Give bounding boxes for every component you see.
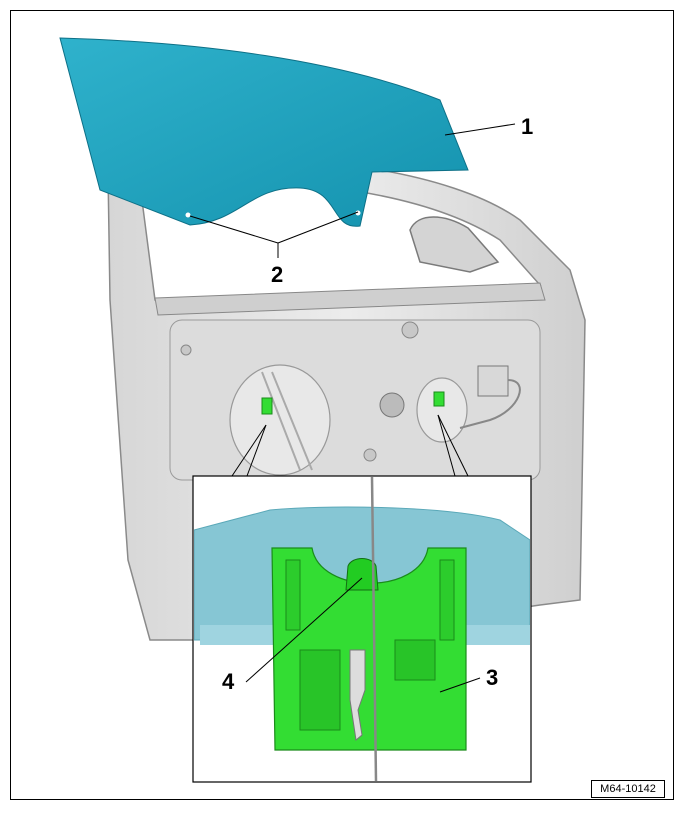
regulator-motor [379, 392, 405, 418]
panel-hole [180, 344, 192, 356]
leader-line-3 [439, 677, 481, 693]
leader-line-1 [444, 123, 516, 136]
bracket-slot [299, 649, 341, 731]
leader-line-4 [245, 577, 363, 683]
detail-connector-d [437, 414, 469, 477]
inner-panel [169, 319, 541, 481]
guide-rail [261, 371, 313, 471]
figure-code: M64-10142 [591, 780, 665, 798]
callout-1: 1 [521, 114, 534, 139]
panel-clip-right [433, 391, 445, 407]
side-mirror [409, 216, 500, 273]
lock-connector [477, 365, 509, 397]
glass-hole-left [185, 212, 191, 218]
glass-hole-right [355, 210, 361, 216]
callout-2: 2 [271, 262, 284, 287]
leader-line-2b [277, 211, 359, 244]
retaining-clip [345, 558, 379, 591]
leader-line-2a [189, 215, 279, 244]
detail-inset-content [194, 477, 530, 781]
bracket-rib [285, 559, 301, 631]
callout-4: 4 [222, 669, 235, 694]
detail-connector-c [437, 414, 456, 477]
regulator-cable [370, 477, 378, 781]
belt-strip [154, 282, 546, 316]
panel-clip-left [261, 397, 273, 415]
cable-clamp [349, 649, 366, 741]
detail-connector-a [231, 424, 267, 477]
callout-3: 3 [486, 665, 499, 690]
hub-opening [416, 377, 468, 443]
window-glass [59, 37, 469, 227]
detail-connector-b [246, 424, 267, 477]
panel-hole [363, 448, 377, 462]
panel-hole [401, 321, 419, 339]
lock-cable [459, 379, 521, 429]
bracket-slot [394, 639, 436, 681]
bracket-rib [439, 559, 455, 641]
